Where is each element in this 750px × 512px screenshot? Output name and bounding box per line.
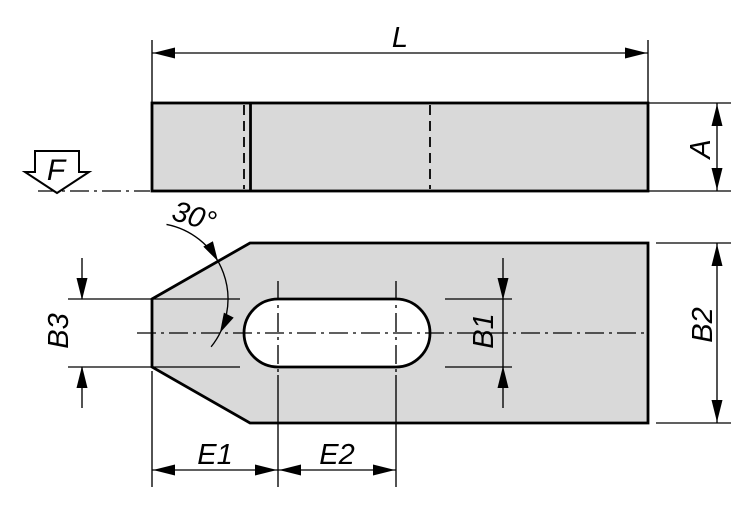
dim-b1-label: B1 (468, 313, 500, 348)
dim-angle-label: 30° (168, 195, 219, 238)
dim-b2-arrow-top (711, 244, 723, 266)
dim-b3-arrow-bottom (76, 366, 88, 388)
dim-l-arrow-left (153, 47, 175, 59)
dim-a-label: A (685, 139, 717, 160)
plan-view: 30° B3 B1 B2 E1 E2 (43, 195, 731, 487)
dim-b2-label: B2 (687, 307, 719, 342)
side-view-outline (150, 101, 650, 193)
side-view: L A F (21, 22, 731, 195)
force-arrow-icon (21, 150, 93, 195)
dim-b2-arrow-bottom (711, 400, 723, 422)
dim-b1-arrow-top (497, 278, 509, 300)
dim-l-arrow-right (625, 47, 647, 59)
dim-b1-arrow-bottom (497, 366, 509, 388)
dim-e2-arrow-left (279, 464, 301, 476)
dim-angle-arrow-top (203, 241, 218, 262)
dim-b3-label: B3 (43, 313, 75, 348)
dim-a-arrow-top (711, 104, 723, 126)
dim-a-arrow-bottom (711, 168, 723, 190)
dim-e2-arrow-right (373, 464, 395, 476)
dim-e1-label: E1 (197, 439, 232, 471)
force-label: F (47, 154, 67, 187)
dim-e2-label: E2 (319, 439, 354, 471)
dim-b3-arrow-top (76, 278, 88, 300)
dim-angle-arrow-bottom (219, 312, 234, 333)
dim-e1-arrow-left (153, 464, 175, 476)
dim-l-label: L (392, 22, 408, 54)
dim-e1-arrow-right (255, 464, 277, 476)
